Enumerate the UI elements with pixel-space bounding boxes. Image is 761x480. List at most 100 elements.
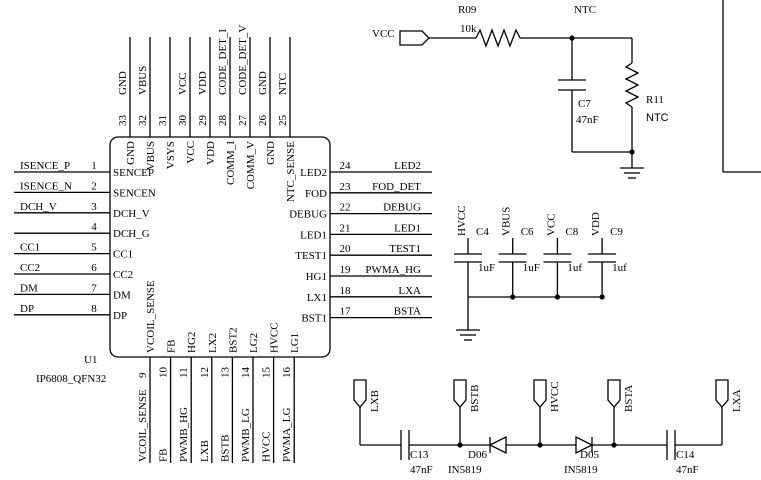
net-label-dch-v: DCH_V [20, 201, 57, 213]
net-label-vcc: VCC [177, 72, 189, 95]
net-label-vbus: VBUS [501, 207, 513, 236]
c14-value: 47nF [676, 464, 699, 476]
ic-u1: U1 IP6808_QFN32 1SENCEPISENCE_P2SENCENIS… [14, 25, 432, 463]
net-label-vcc: VCC [545, 213, 557, 236]
net-label-gnd: GND [257, 71, 269, 95]
d06-value: IN5819 [448, 464, 482, 476]
pin-number: 16 [281, 367, 293, 379]
capacitor-c9: VDD C9 1uf [588, 212, 627, 300]
d05-diode [575, 435, 594, 455]
port-flag [607, 379, 621, 408]
d05-value: IN5819 [564, 464, 598, 476]
d06-ref: D06 [468, 449, 487, 461]
pin-name-vcoil-sense: VCOIL_SENSE [145, 280, 157, 353]
pin-name-cc2: CC2 [113, 269, 133, 281]
pin-name-hg2: HG2 [186, 332, 198, 353]
pin-name-sencen: SENCEN [113, 187, 156, 199]
net-label-bsta: BSTA [394, 306, 421, 318]
port-flag [353, 379, 367, 408]
ground-symbol [456, 329, 480, 341]
pin-number: 15 [261, 367, 273, 379]
net-label-led1: LED1 [394, 222, 421, 234]
net-label-pwmb-hg: PWMB_HG [178, 407, 190, 462]
d06-diode [488, 435, 507, 455]
pin-number: 25 [277, 115, 289, 127]
pin-number: 17 [340, 306, 352, 318]
c13-value: 47nF [410, 464, 433, 476]
cap-ref: C9 [610, 226, 623, 238]
pin-number: 32 [137, 115, 149, 126]
pin-name-dch-g: DCH_G [113, 228, 150, 240]
pin-name-vcc: VCC [185, 141, 197, 164]
cap-value: 1uF [478, 262, 495, 274]
pin-name-cc1: CC1 [113, 249, 133, 261]
net-label-code-det-i: CODE_DET_I [217, 29, 229, 95]
net-label-ntc: NTC [277, 73, 289, 95]
port-label: BSTA [623, 385, 635, 412]
pin-name-test1: TEST1 [295, 250, 327, 262]
port-hvcc: HVCC [533, 379, 561, 413]
net-label-vbus: VBUS [137, 66, 149, 95]
net-label-lxb: LXB [199, 440, 211, 462]
pin-name-lg1: LG1 [289, 333, 301, 353]
pin-name-led2: LED2 [300, 167, 327, 179]
pin-number: 14 [240, 367, 252, 379]
net-label-debug: DEBUG [383, 202, 421, 214]
pin-name-sencep: SENCEP [113, 167, 154, 179]
pin-name-fb: FB [166, 340, 178, 353]
r11-value: NTC [646, 112, 669, 124]
net-label-pwmb-lg: PWMB_LG [240, 408, 252, 462]
net-label-dp: DP [20, 303, 34, 315]
cap-value: 1uf [612, 262, 627, 274]
pin-name-vbus: VBUS [145, 141, 157, 170]
pin-number: 23 [340, 181, 352, 193]
pin-number: 24 [340, 160, 352, 172]
net-label-code-det-v: CODE_DET_V [237, 25, 249, 95]
cap-value: 1uF [523, 262, 540, 274]
pin-name-led1: LED1 [300, 229, 327, 241]
port-bsta: BSTA [607, 379, 635, 413]
pin-name-dm: DM [113, 289, 131, 301]
pin-number: 18 [340, 285, 352, 297]
net-label-dm: DM [20, 282, 38, 294]
net-label-vdd: VDD [590, 212, 602, 236]
net-label-cc2: CC2 [20, 262, 40, 274]
net-label-isence-n: ISENCE_N [20, 180, 72, 192]
pin-name-debug: DEBUG [289, 209, 327, 221]
pin-number: 11 [178, 367, 190, 378]
cap-ref: C8 [565, 226, 578, 238]
ntc-circuit: VCC R09 10k NTC C7 47nF R11 NTC [372, 4, 669, 179]
pin-number: 4 [91, 221, 97, 233]
ntc-net-label: NTC [574, 4, 596, 16]
r09-resistor [475, 28, 521, 48]
pin-name-hvcc: HVCC [269, 322, 281, 353]
port-flag [533, 379, 547, 408]
pin-name-fod: FOD [305, 188, 327, 200]
net-label-isence-p: ISENCE_P [20, 160, 70, 172]
pin-number: 21 [340, 222, 351, 234]
pin-name-bst1: BST1 [301, 313, 327, 325]
pin-name-gnd: GND [125, 141, 137, 165]
c13-ref: C13 [410, 449, 429, 461]
port-lxa: LXA [715, 379, 743, 413]
